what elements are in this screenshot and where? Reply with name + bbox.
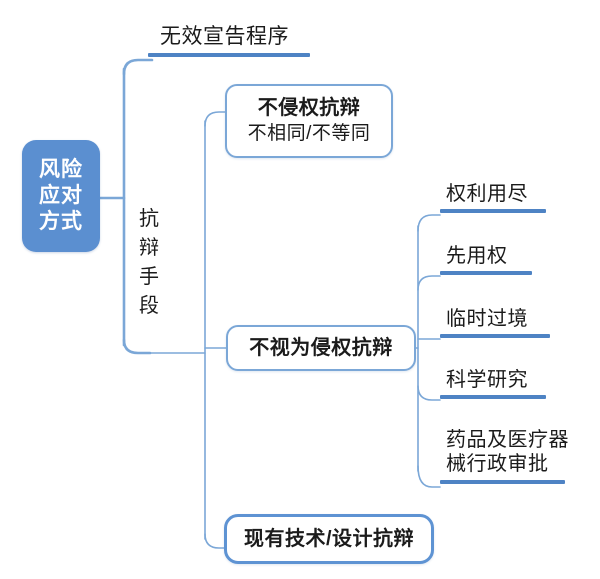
branch-defense-char-4: 段 — [139, 295, 159, 317]
node-non-infringement-title: 不侵权抗辩 — [257, 97, 361, 120]
leaf-temporary-transit-label: 临时过境 — [446, 308, 528, 330]
root-line-1: 风险 — [39, 157, 83, 181]
wire-to-prioruse — [417, 275, 441, 291]
wire-to-noninfringe — [204, 111, 227, 127]
branch-defense-label[interactable]: 抗 辩 手 段 — [134, 205, 164, 321]
leaf-exhaustion-underline — [440, 209, 546, 214]
root-line-3: 方式 — [39, 210, 83, 234]
branch-defense-char-1: 抗 — [139, 208, 159, 230]
leaf-prior-use-underline — [440, 271, 532, 276]
wire-to-priorart — [204, 533, 227, 549]
branch-defense-char-2: 辩 — [139, 237, 159, 259]
leaf-drug-device-approval-label: 药品及医疗器 械行政审批 — [446, 429, 569, 476]
node-not-deemed-infringement[interactable]: 不视为侵权抗辩 — [226, 325, 416, 371]
node-prior-art-design[interactable]: 现有技术/设计抗辩 — [224, 514, 434, 564]
wire-to-invalidation — [122, 58, 154, 76]
root-node[interactable]: 风险 应对 方式 — [22, 140, 100, 252]
leaf-scientific-research-label: 科学研究 — [446, 369, 528, 391]
leaf-drug-device-approval-underline — [440, 479, 565, 484]
leaf-prior-use[interactable]: 先用权 — [440, 244, 532, 276]
wire-to-research — [417, 385, 441, 401]
branch-invalidation[interactable]: 无效宣告程序 — [148, 24, 310, 57]
leaf-drug-device-approval[interactable]: 药品及医疗器 械行政审批 — [440, 428, 569, 484]
branch-invalidation-label: 无效宣告程序 — [160, 25, 289, 48]
wire-to-approval — [417, 465, 441, 488]
leaf-scientific-research[interactable]: 科学研究 — [440, 368, 546, 400]
node-not-deemed-infringement-title: 不视为侵权抗辩 — [249, 337, 393, 359]
root-line-2: 应对 — [39, 183, 83, 207]
node-non-infringement-subtitle: 不相同/不等同 — [247, 123, 371, 145]
leaf-exhaustion-label: 权利用尽 — [446, 183, 528, 205]
branch-defense-char-3: 手 — [139, 266, 159, 288]
leaf-prior-use-label: 先用权 — [446, 245, 508, 267]
leaf-temporary-transit[interactable]: 临时过境 — [440, 307, 550, 339]
leaf-exhaustion[interactable]: 权利用尽 — [440, 182, 546, 214]
node-non-infringement[interactable]: 不侵权抗辩 不相同/不等同 — [225, 84, 393, 158]
leaf-scientific-research-underline — [440, 395, 546, 400]
wire-to-exhaustion — [417, 214, 441, 232]
branch-invalidation-underline — [148, 52, 310, 57]
leaf-temporary-transit-underline — [440, 334, 550, 339]
wire-to-defense — [122, 338, 152, 355]
node-prior-art-design-title: 现有技术/设计抗辩 — [243, 528, 415, 550]
